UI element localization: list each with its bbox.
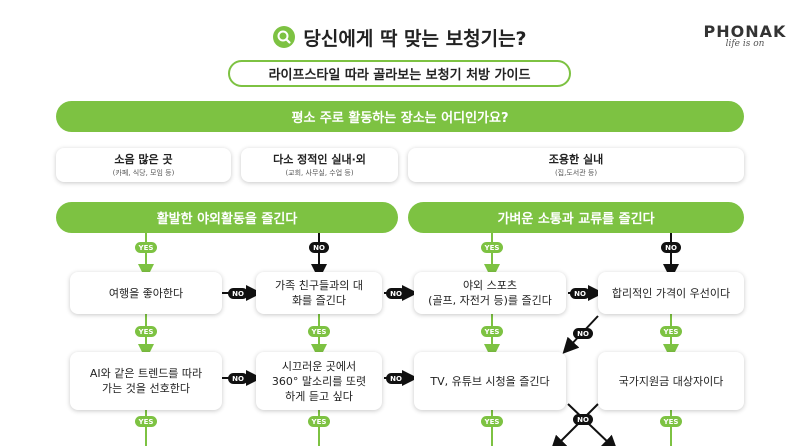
no-badge: NO [228, 288, 248, 299]
card-family-talk[interactable]: 가족 친구들과의 대화를 즐긴다 [256, 272, 382, 314]
question-text: 평소 주로 활동하는 장소는 어디인가요? [291, 111, 509, 126]
subtitle-pill: 라이프스타일 따라 골라보는 보청기 처방 가이드 [228, 60, 571, 87]
question-bar: 평소 주로 활동하는 장소는 어디인가요? [56, 101, 744, 132]
yes-badge: YES [308, 416, 330, 427]
page-title-row: 당신에게 딱 맞는 보청기는? [0, 22, 800, 52]
no-badge: NO [573, 414, 593, 425]
card-national-subsidy[interactable]: 국가지원금 대상자이다 [598, 352, 744, 410]
brand-name: PHONAK [703, 22, 787, 41]
yes-badge: YES [481, 416, 503, 427]
option-noisy-place[interactable]: 소음 많은 곳 (카페, 식당, 모임 등) [56, 148, 231, 182]
option-sub: (교회, 사무실, 수업 등) [285, 169, 354, 177]
category-label: 활발한 야외활동을 즐긴다 [156, 212, 298, 227]
yes-badge: YES [135, 416, 157, 427]
category-active-outdoor: 활발한 야외활동을 즐긴다 [56, 202, 398, 233]
no-badge: NO [309, 242, 329, 253]
card-text: TV, 유튜브 시청을 즐긴다 [430, 374, 550, 388]
card-text: 여행을 좋아한다 [108, 286, 184, 300]
card-text: 국가지원금 대상자이다 [618, 374, 724, 388]
option-quiet-indoor-outdoor[interactable]: 다소 정적인 실내·외 (교회, 사무실, 수업 등) [241, 148, 398, 182]
option-label: 조용한 실내 [548, 153, 604, 166]
card-text: AI와 같은 트렌드를 따라가는 것을 선호한다 [89, 367, 203, 395]
card-tv-youtube[interactable]: TV, 유튜브 시청을 즐긴다 [414, 352, 566, 410]
no-badge: NO [573, 328, 593, 339]
yes-badge: YES [135, 326, 157, 337]
card-text: 가족 친구들과의 대화를 즐긴다 [275, 279, 363, 307]
page-title: 당신에게 딱 맞는 보청기는? [303, 27, 527, 50]
no-badge: NO [570, 288, 590, 299]
yes-badge: YES [660, 416, 682, 427]
category-label: 가벼운 소통과 교류를 즐긴다 [497, 212, 655, 227]
card-text: 시끄러운 곳에서 360° 말소리를 또렷하게 듣고 싶다 [271, 359, 367, 403]
no-badge: NO [386, 373, 406, 384]
option-sub: (카페, 식당, 모임 등) [112, 169, 175, 177]
card-text: 야외 스포츠 [462, 279, 518, 292]
card-noisy-360[interactable]: 시끄러운 곳에서 360° 말소리를 또렷하게 듣고 싶다 [256, 352, 382, 410]
no-badge: NO [386, 288, 406, 299]
yes-badge: YES [135, 242, 157, 253]
card-text: 합리적인 가격이 우선이다 [611, 286, 731, 300]
search-icon [273, 26, 296, 48]
brand-tagline: life is on [725, 39, 765, 49]
card-text-sub: (골프, 자전거 등)를 즐긴다 [428, 294, 552, 307]
no-badge: NO [661, 242, 681, 253]
yes-badge: YES [481, 242, 503, 253]
option-sub: (집,도서관 등) [554, 169, 598, 177]
no-badge: NO [228, 373, 248, 384]
yes-badge: YES [660, 326, 682, 337]
yes-badge: YES [481, 326, 503, 337]
option-silent-indoor[interactable]: 조용한 실내 (집,도서관 등) [408, 148, 744, 182]
card-ai-trend[interactable]: AI와 같은 트렌드를 따라가는 것을 선호한다 [70, 352, 222, 410]
option-label: 다소 정적인 실내·외 [273, 153, 366, 166]
card-reasonable-price[interactable]: 합리적인 가격이 우선이다 [598, 272, 744, 314]
card-travel[interactable]: 여행을 좋아한다 [70, 272, 222, 314]
yes-badge: YES [308, 326, 330, 337]
card-outdoor-sports[interactable]: 야외 스포츠 (골프, 자전거 등)를 즐긴다 [414, 272, 566, 314]
subtitle-text: 라이프스타일 따라 골라보는 보청기 처방 가이드 [268, 68, 531, 83]
option-label: 소음 많은 곳 [114, 153, 173, 166]
brand-logo: PHONAK life is on [700, 22, 790, 49]
category-light-social: 가벼운 소통과 교류를 즐긴다 [408, 202, 744, 233]
